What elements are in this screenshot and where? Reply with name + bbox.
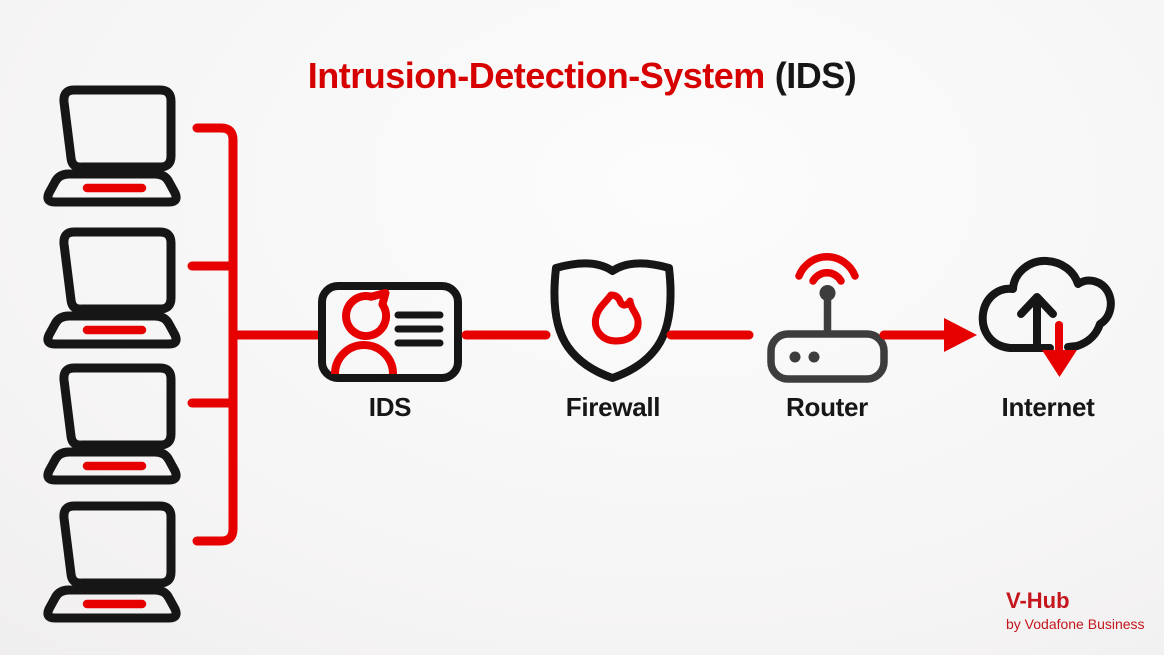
shield-outline (550, 259, 675, 382)
antenna-tip (819, 285, 836, 301)
upload-arrow-icon (1017, 293, 1057, 351)
laptop-icon (48, 368, 176, 480)
router-led (808, 351, 820, 363)
card-outline (318, 282, 462, 382)
title-suffix: (IDS) (774, 55, 857, 96)
card-text-lines (394, 311, 444, 347)
arrow-head (944, 318, 977, 352)
laptop-icon (48, 90, 176, 202)
network-bus-lines (187, 123, 322, 546)
title-main: Intrusion-Detection-System (307, 55, 766, 96)
brand-tagline: by Vodafone Business (1006, 616, 1145, 632)
cloud-outline (978, 256, 1115, 352)
cloud-arrows-icon (978, 256, 1115, 377)
brand-name: V-Hub (1006, 588, 1070, 613)
internet-label: Internet (1001, 392, 1095, 422)
bus-outer-branches (192, 123, 238, 546)
person-shoulders (331, 341, 397, 375)
flame-icon (591, 291, 642, 345)
router-led (789, 351, 801, 363)
shield-flame-icon (550, 259, 675, 382)
router-label: Router (786, 392, 868, 422)
id-card-icon (318, 282, 462, 382)
page-title: Intrusion-Detection-System(IDS) (0, 56, 1164, 96)
laptop-icon (48, 506, 176, 618)
download-arrow-head (1042, 350, 1077, 377)
wifi-wave-outer (795, 253, 859, 280)
ids-label: IDS (368, 392, 412, 422)
laptop-icon (48, 232, 176, 344)
person-head (342, 289, 391, 340)
router-body (767, 330, 888, 383)
brand-logo: V-Hub by Vodafone Business (1006, 588, 1145, 632)
router-wifi-icon (767, 253, 888, 383)
firewall-label: Firewall (565, 392, 661, 422)
arrow-router-internet (879, 318, 977, 352)
wifi-wave-inner (809, 269, 845, 285)
